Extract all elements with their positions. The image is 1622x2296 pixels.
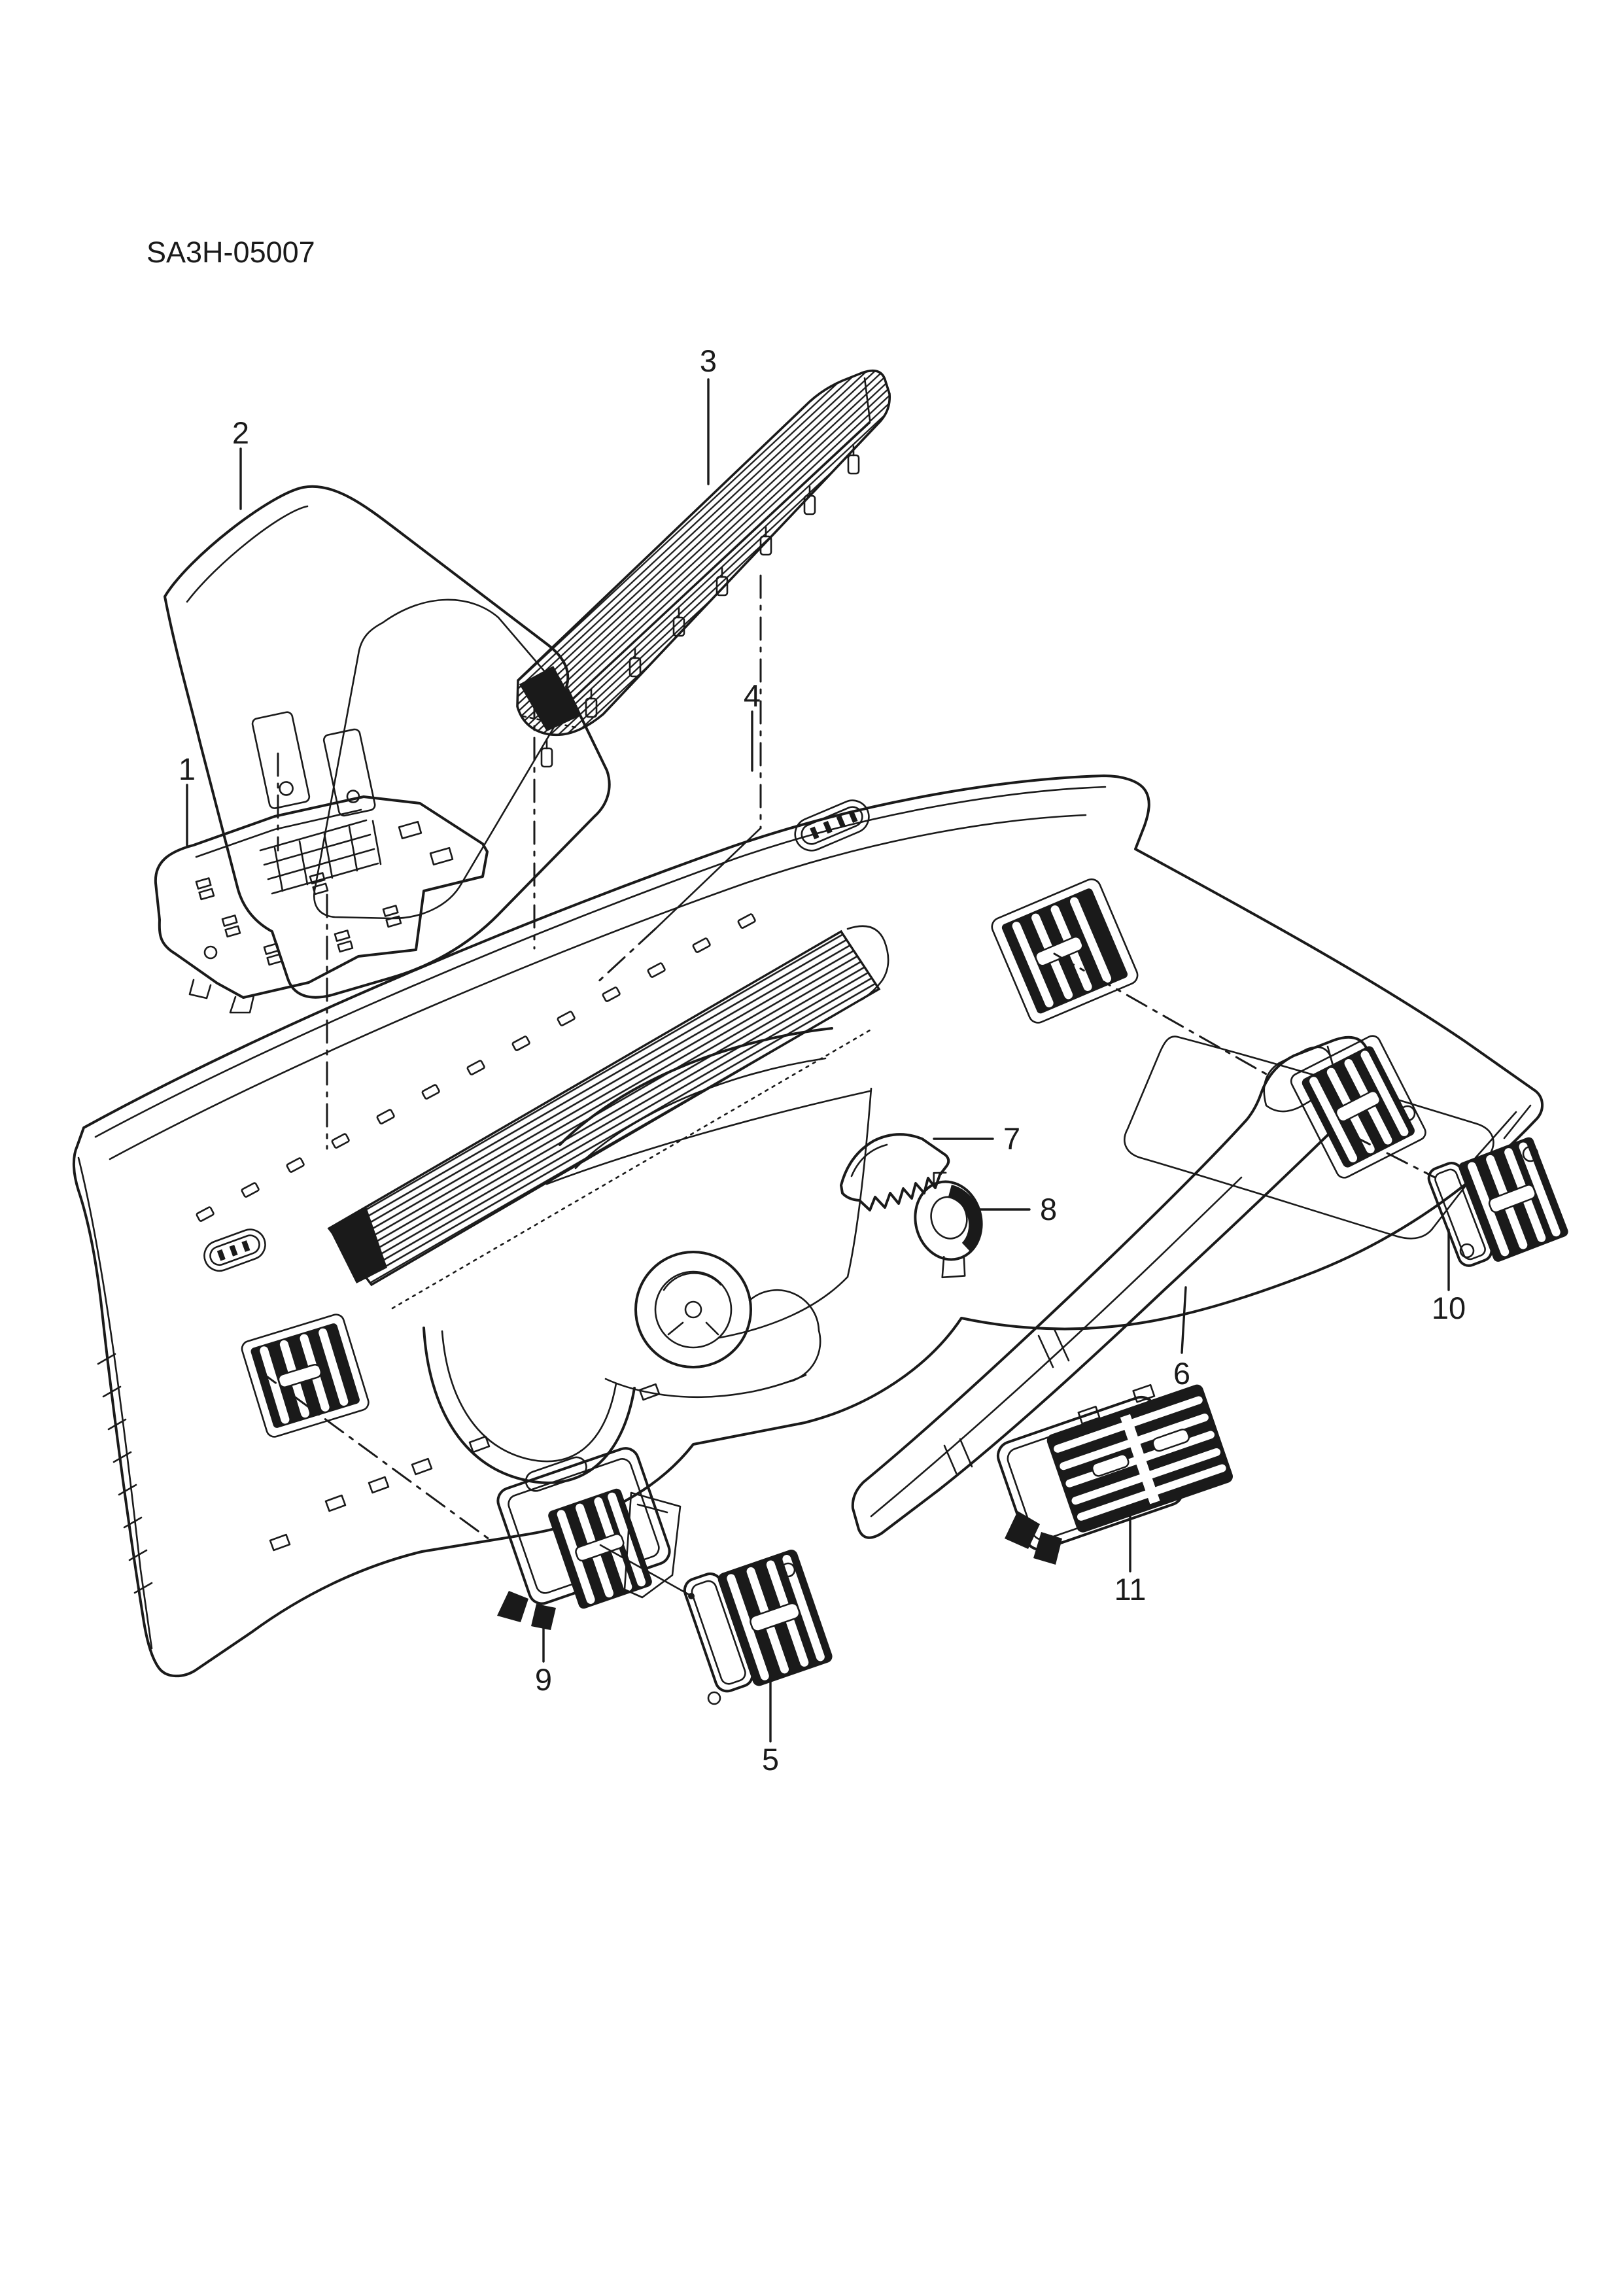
callout-2: 2 [232,415,249,450]
part-1-cluster-bracket [154,795,489,1014]
sill-hatch [97,1353,153,1594]
lower-clip-holes [269,1383,661,1552]
part-8-column-ring-cover [914,1172,983,1279]
callout-7: 7 [1003,1121,1020,1156]
panel-left-vent [241,1313,370,1438]
callout-5: 5 [762,1742,779,1777]
part-5-center-vent [683,1550,833,1705]
assembly-guide-lines [256,574,1436,1599]
callout-6: 6 [1173,1356,1190,1391]
callout-11: 11 [1114,1572,1147,1607]
leader-lines [186,378,1450,1743]
callout-1: 1 [179,752,196,786]
left-demister-slot [203,1228,266,1272]
callout-4: 4 [744,678,761,713]
bracket-cutouts [195,820,454,966]
part-10-right-vent [1427,1137,1568,1267]
callout-10: 10 [1432,1291,1466,1325]
part-4-instrument-panel [72,774,1544,1678]
figure-code: SA3H-05007 [147,235,315,269]
callout-8: 8 [1040,1192,1057,1226]
panel-right-vent [991,878,1139,1024]
part-7-finish-cover [840,1133,950,1211]
part-11-center-vent-assembly [996,1383,1233,1565]
right-demister-slot [794,799,870,852]
part-6-lower-finish-panel [851,1035,1426,1539]
callout-3: 3 [700,343,717,378]
instrument-gauge [634,1251,821,1383]
callout-9: 9 [535,1662,552,1697]
part-9-left-vent-assembly [496,1447,682,1630]
part-3-defroster-grille [516,369,891,768]
callout-labels: 1 2 3 4 5 6 7 8 9 10 11 [179,343,1466,1777]
bracket-waffle [259,819,382,895]
panel-6-vent [1290,1035,1426,1179]
